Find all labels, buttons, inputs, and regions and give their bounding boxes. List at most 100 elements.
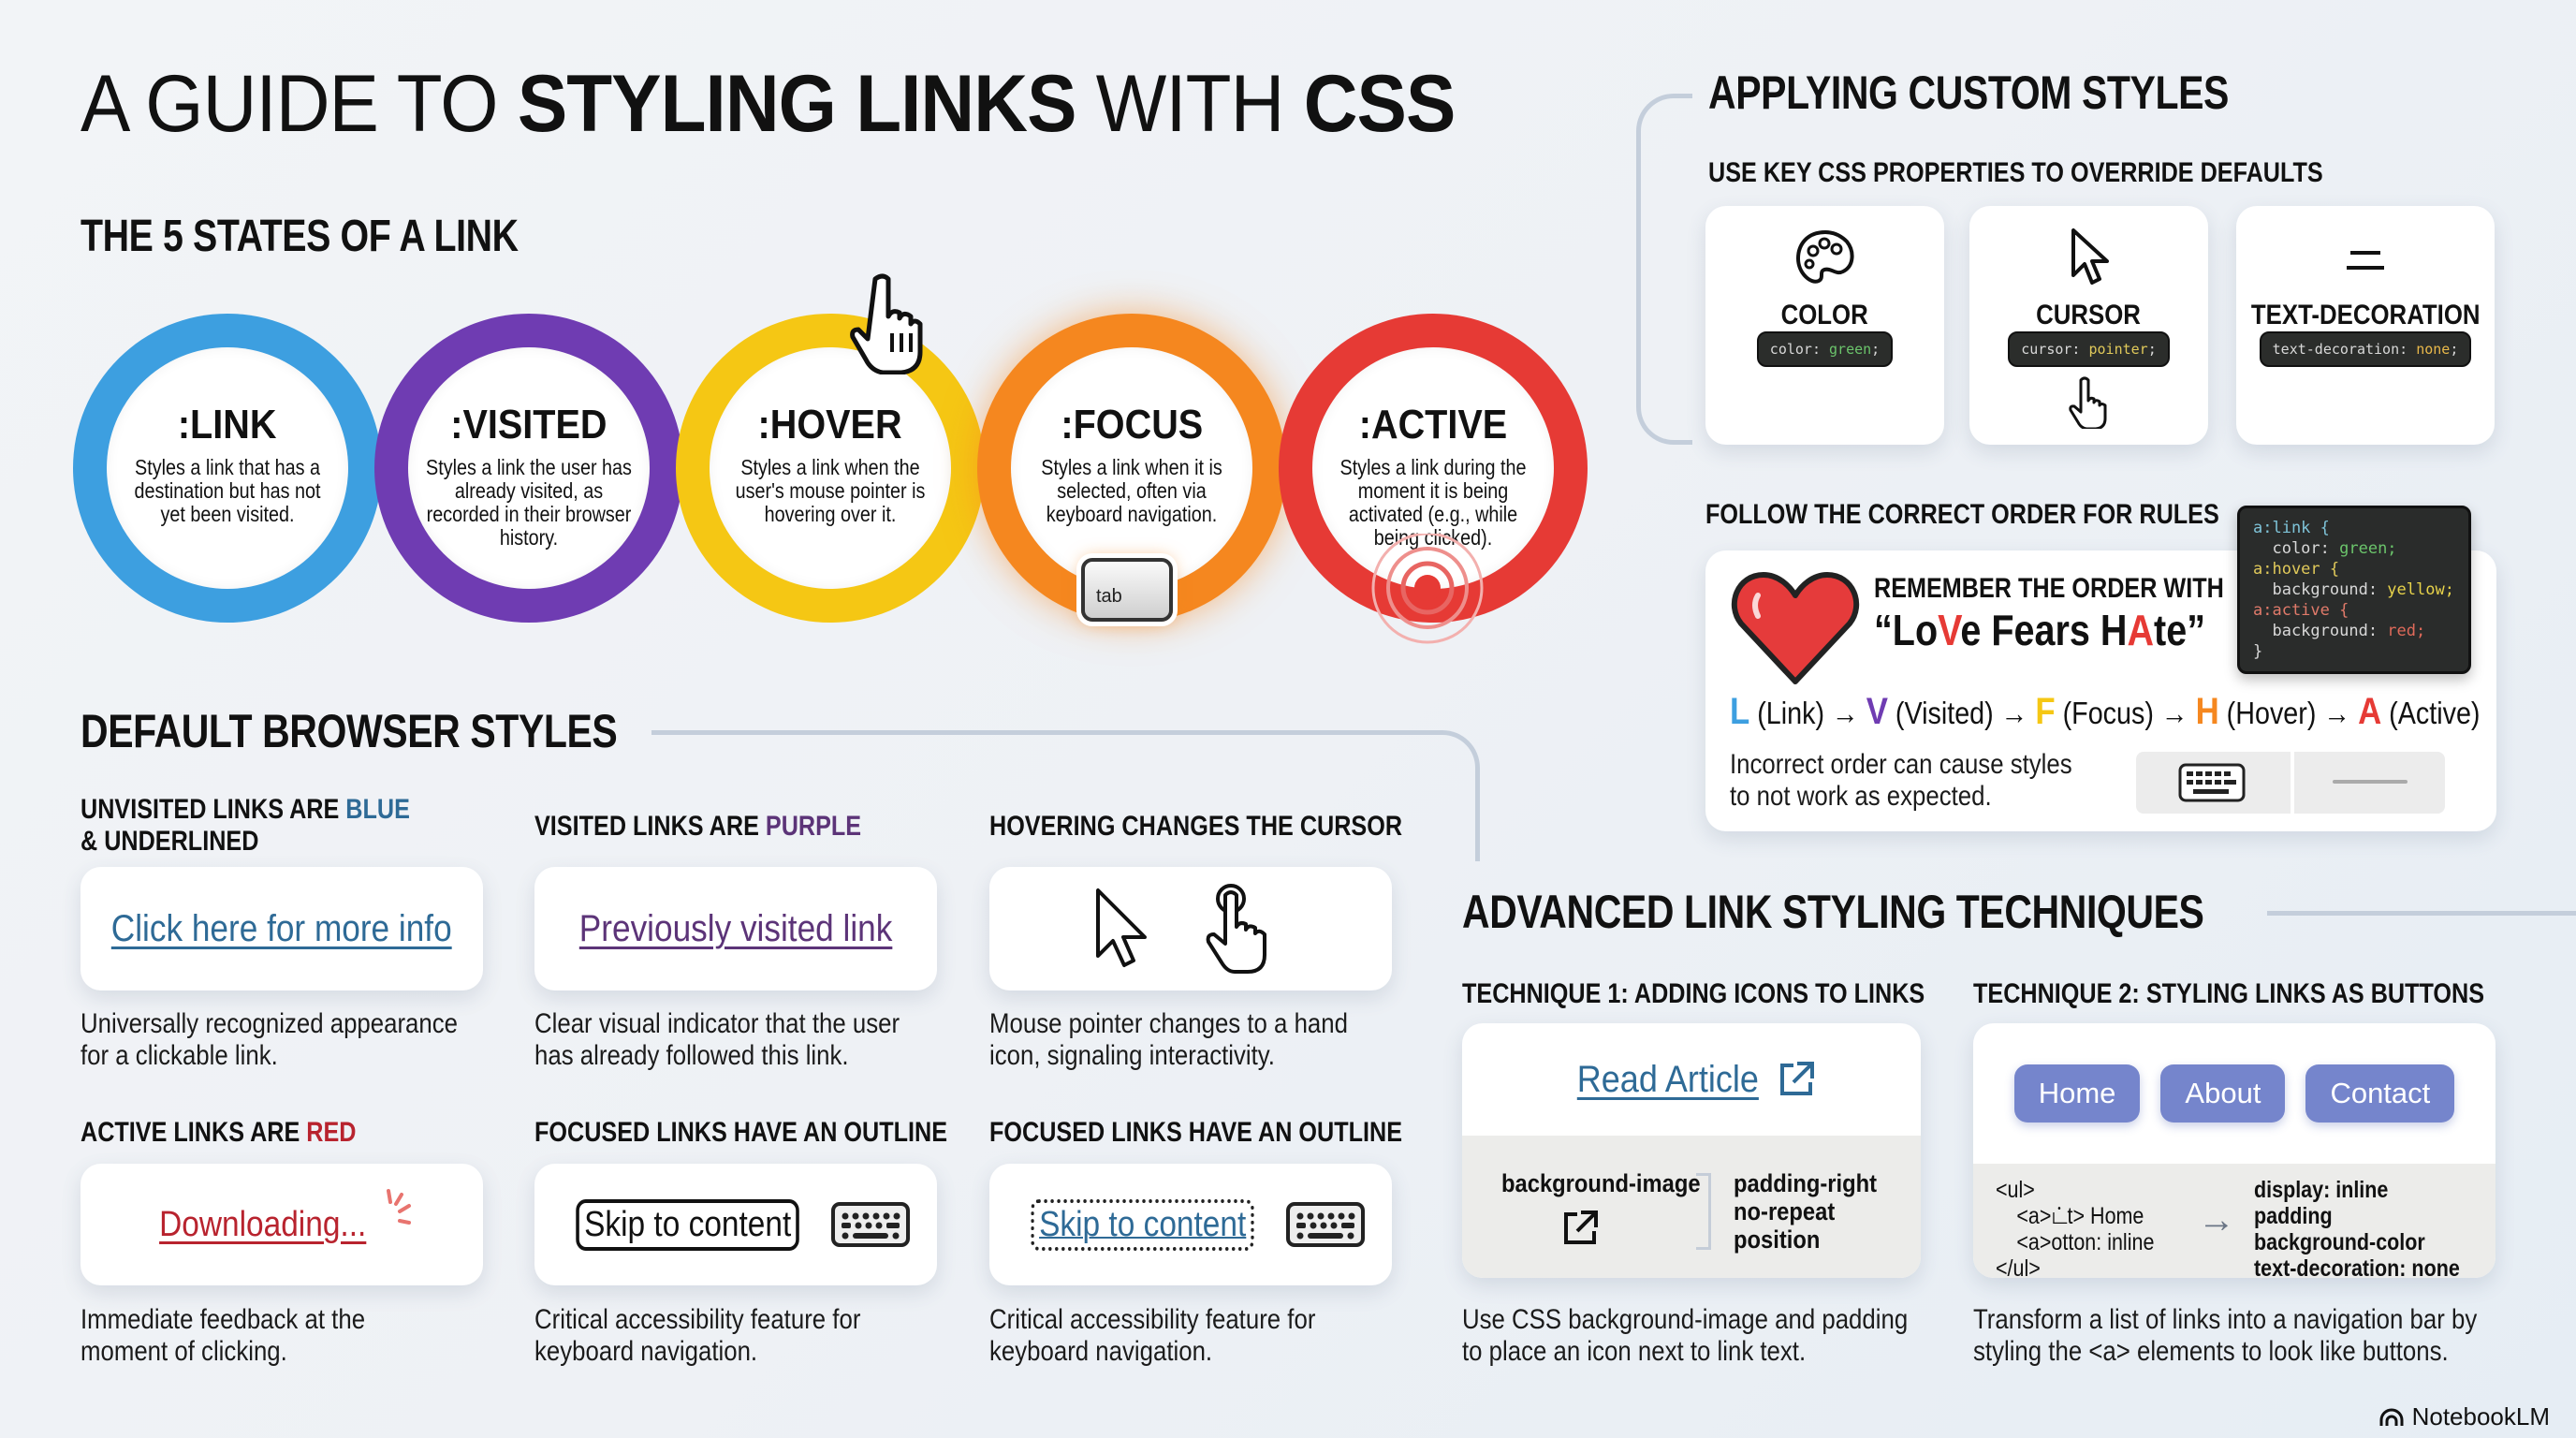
connector-line [651,730,1480,861]
nav-button-about[interactable]: About [2160,1064,2286,1123]
read-article-link[interactable]: Read Article [1576,1058,1760,1100]
technique-1-card: Read Article background-image padding-ri… [1462,1023,1921,1278]
prop-card-cursor: CURSOR cursor: pointer; [1969,206,2208,445]
state-title: :LINK [178,402,277,448]
bg-image-label: background-image [1501,1169,1701,1197]
hand-cursor-icon [1206,884,1266,974]
brand-name: NotebookLM [2411,1402,2550,1431]
focused-link-dotted[interactable]: Skip to content [1031,1198,1255,1251]
html-snippet: <ul><a>ட்t> Home<a>otton: inline</ul> [1996,1177,2155,1278]
arrow-cursor-icon [1096,888,1147,967]
code-snippet: text-decoration: none; [2259,331,2472,367]
state-desc: Styles a link during the moment it is be… [1339,455,1527,550]
hand-cursor-icon [850,273,923,374]
technique-2-card: Home About Contact <ul><a>ட்t> Home<a>ot… [1973,1023,2496,1278]
divider [2291,752,2294,814]
default-label: HOVERING CHANGES THE CURSOR [989,811,1403,842]
hand-cursor-icon [2068,376,2106,429]
prop-title: COLOR [1780,300,1869,330]
state-title: :VISITED [450,402,607,448]
state-desc: Styles a link when it is selected, often… [1041,455,1222,526]
remember-label: REMEMBER THE ORDER WITH [1874,573,2224,604]
notebooklm-icon [2379,1408,2404,1426]
nav-button-home[interactable]: Home [2013,1064,2141,1123]
prop-title: TEXT-DECORATION [2250,300,2481,330]
mnemonic: “LoVe Fears HAte” [1874,606,2206,654]
blurred-text [2333,780,2408,784]
technique-2-desc: Transform a list of links into a navigat… [1973,1304,2478,1367]
code-snippet: cursor: pointer; [2008,331,2170,367]
state-title: :ACTIVE [1358,402,1508,448]
demo-card-focus-dotted: Skip to content [989,1164,1392,1285]
code-snippet: color: green; [1756,331,1894,367]
bracket-connector [1696,1173,1711,1250]
default-label: UNVISITED LINKS ARE BLUE& UNDERLINED [80,794,410,857]
custom-heading: APPLYING CUSTOM STYLES [1708,66,2229,119]
palette-icon [1795,229,1853,284]
arrow-cursor-icon [2071,228,2109,285]
default-label: ACTIVE LINKS ARE RED [80,1117,357,1148]
demo-card-focus-solid: Skip to content [534,1164,937,1285]
custom-subheading: USE KEY CSS PROPERTIES TO OVERRIDE DEFAU… [1708,157,2323,188]
keyboard-illustration [2136,752,2445,814]
state-title: :HOVER [757,402,903,448]
technique-1-heading: TECHNIQUE 1: ADDING ICONS TO LINKS [1462,978,1925,1009]
visited-link[interactable]: Previously visited link [578,907,893,949]
demo-card-visited: Previously visited link [534,867,937,990]
state-visited: :VISITED Styles a link the user has alrea… [374,314,711,623]
tab-key-icon: tab [1081,558,1173,622]
order-card: REMEMBER THE ORDER WITH “LoVe Fears HAte… [1705,550,2496,831]
nav-button-contact[interactable]: Contact [2305,1064,2455,1123]
technique-2-heading: TECHNIQUE 2: STYLING LINKS AS BUTTONS [1973,978,2485,1009]
code-block: a:link { color: green;a:hover { backgrou… [2237,506,2471,674]
state-desc: Styles a link that has a destination but… [134,455,321,526]
states-heading: THE 5 STATES OF A LINK [80,212,519,261]
order-heading: FOLLOW THE CORRECT ORDER FOR RULES [1705,499,2219,530]
heart-icon [1731,572,1860,684]
state-link: :LINK Styles a link that has a destinatio… [73,314,410,623]
arrow-right-icon: → [2198,1199,2235,1240]
keyboard-icon [2178,763,2246,802]
unvisited-link[interactable]: Click here for more info [111,907,452,949]
connector-line [2267,911,2576,916]
state-desc: Styles a link the user has already visit… [426,455,632,550]
external-link-icon [1564,1211,1598,1244]
demo-card-unvisited: Click here for more info [80,867,483,990]
focused-link-solid[interactable]: Skip to content [576,1198,800,1251]
click-ripple-icon [1371,534,1484,644]
text-decoration-icon [2347,251,2384,270]
prop-card-color: COLOR color: green; [1705,206,1944,445]
demo-card-hover [989,867,1392,990]
state-title: :FOCUS [1061,402,1203,448]
prop-card-text-decoration: TEXT-DECORATION text-decoration: none; [2236,206,2495,445]
connector-line [1636,94,1692,445]
advanced-heading: ADVANCED LINK STYLING TECHNIQUES [1462,886,2204,938]
order-sequence: L (Link) → V (Visited) → F (Focus) → H (… [1730,691,2481,732]
default-label: VISITED LINKS ARE PURPLE [534,811,862,842]
default-label: FOCUSED LINKS HAVE AN OUTLINE [989,1117,1403,1148]
brand-logo: NotebookLM [2378,1402,2550,1431]
keyboard-icon [1285,1202,1365,1247]
prop-title: CURSOR [2036,300,2142,330]
defaults-heading: DEFAULT BROWSER STYLES [80,705,618,757]
state-hover: :HOVER Styles a link when the user's mous… [676,314,1013,623]
default-label: FOCUSED LINKS HAVE AN OUTLINE [534,1117,948,1148]
click-burst-icon [386,1189,411,1225]
keyboard-icon [830,1202,910,1247]
tab-key-label: tab [1096,586,1122,607]
active-link[interactable]: Downloading... [159,1204,367,1244]
state-active: :ACTIVE Styles a link during the moment i… [1279,314,1588,623]
state-desc: Styles a link when the user's mouse poin… [735,455,926,526]
page-title: A GUIDE TO STYLING LINKS WITH CSS [80,59,1456,149]
demo-card-active: Downloading... [80,1164,483,1285]
